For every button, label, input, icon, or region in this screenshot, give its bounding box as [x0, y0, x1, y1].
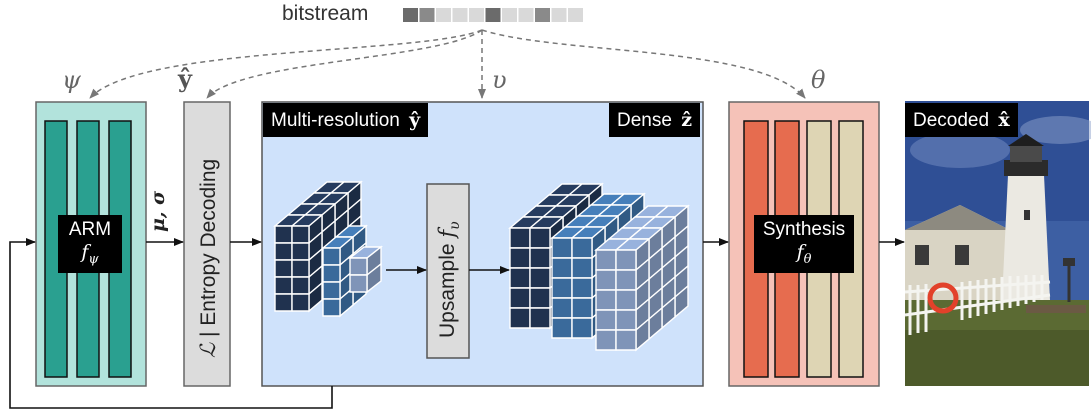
dense-label: Dense ẑ	[609, 103, 700, 137]
grid-face	[509, 247, 531, 269]
grid-face	[529, 247, 551, 269]
arrow-to-entropy	[206, 29, 483, 99]
arrow-to-arm	[89, 29, 483, 99]
grid-face	[291, 242, 310, 261]
bitstream-cell	[502, 8, 517, 22]
grid-face	[529, 287, 551, 309]
grid-face	[529, 307, 551, 329]
bitstream-cell	[469, 8, 484, 22]
grid-face	[595, 309, 617, 331]
grid-face	[595, 289, 617, 311]
synthesis-title: Synthesis	[762, 219, 846, 240]
bitstream-cell	[551, 8, 567, 22]
grid-face	[571, 237, 593, 259]
grid-face	[551, 237, 573, 259]
grid-face	[509, 287, 531, 309]
grid-face	[274, 242, 293, 261]
grid-face	[571, 277, 593, 299]
grid-face	[615, 269, 637, 291]
upsample-fn: fυ	[435, 221, 464, 238]
grid-face	[571, 317, 593, 339]
synthesis-label: Synthesis fθ	[754, 215, 854, 273]
bitstream-cell	[518, 8, 534, 22]
grid-face	[529, 267, 551, 289]
yhat-label: ŷ	[178, 64, 192, 93]
grid-face	[274, 276, 293, 295]
upsilon-label: υ	[492, 66, 507, 94]
upsample-label: Upsample fυ	[435, 221, 464, 338]
grid-face	[322, 298, 341, 317]
bitstream-cell	[568, 8, 583, 22]
grid-face	[349, 274, 368, 293]
grid-face	[322, 247, 341, 266]
grid-face	[551, 317, 573, 339]
grid-face	[291, 225, 310, 244]
grid-face	[615, 309, 637, 331]
grid-face	[551, 277, 573, 299]
bitstream-cell	[419, 8, 435, 22]
xhat-symbol: x̂	[998, 109, 1010, 131]
grid-face	[571, 297, 593, 319]
grid-face	[595, 249, 617, 271]
multires-label: Multi-resolution ŷ	[263, 103, 429, 137]
grid-face	[349, 257, 368, 276]
grid-face	[509, 267, 531, 289]
arm-fn: fψ	[81, 241, 99, 267]
entropy-block	[183, 101, 231, 387]
entropy-label: ℒ | Entropy Decoding	[196, 159, 221, 358]
grid-face	[615, 249, 637, 271]
grid-face	[274, 259, 293, 278]
bitstream-cell	[452, 8, 468, 22]
grid-face	[571, 257, 593, 279]
grid-face	[291, 259, 310, 278]
grid-face	[291, 276, 310, 295]
grid-face	[509, 307, 531, 329]
bitstream-cell	[485, 8, 501, 22]
grid-face	[274, 293, 293, 312]
feedback-arrow	[9, 238, 333, 409]
grid-face	[322, 264, 341, 283]
grid-face	[595, 329, 617, 351]
arm-label: ARM fψ	[58, 215, 122, 273]
latent-grids	[273, 180, 690, 352]
decoded-label: Decoded x̂	[905, 103, 1018, 137]
grid-face	[615, 289, 637, 311]
grid-face	[509, 227, 531, 249]
grid-face	[322, 281, 341, 300]
bitstream-label: bitstream	[282, 2, 369, 25]
arm-title: ARM	[68, 219, 112, 240]
grid-face	[551, 297, 573, 319]
grid-face	[274, 225, 293, 244]
synthesis-fn: fθ	[796, 241, 812, 267]
yhat-symbol: ŷ	[409, 109, 421, 131]
grid-face	[529, 227, 551, 249]
loss-symbol: ℒ	[196, 342, 220, 358]
grid-face	[291, 293, 310, 312]
psi-label: ψ	[62, 66, 81, 94]
zhat-symbol: ẑ	[681, 109, 692, 131]
decoded-image	[904, 101, 1091, 386]
grid-face	[595, 269, 617, 291]
grid-face	[551, 257, 573, 279]
theta-label: θ	[811, 66, 826, 94]
bitstream-cell	[436, 8, 451, 22]
bitstream-cells	[403, 8, 583, 22]
bitstream-cell	[535, 8, 550, 22]
upsample-block	[426, 183, 470, 359]
parameter-arrows	[89, 29, 806, 99]
bitstream-cell	[403, 8, 418, 22]
flow-arrows	[9, 238, 905, 409]
arm-output-label: μ, σ	[147, 190, 169, 232]
entropy-text: | Entropy Decoding	[197, 158, 220, 338]
grid-face	[615, 329, 637, 351]
arrow-to-synthesis	[481, 29, 806, 99]
